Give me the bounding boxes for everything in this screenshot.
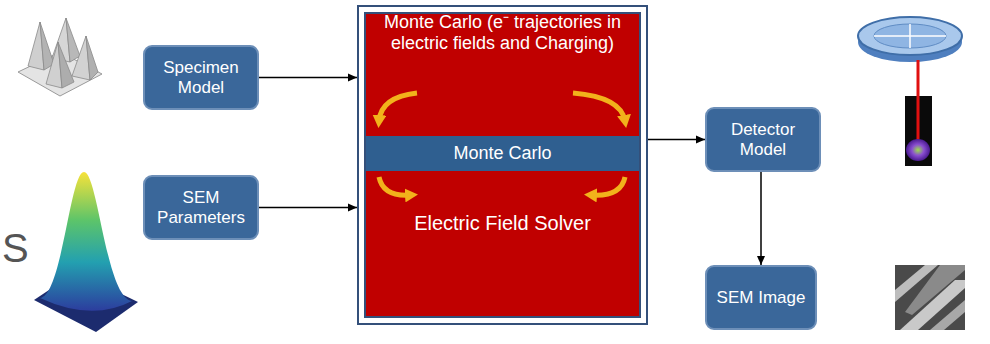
cycle-arrow (591, 177, 625, 195)
box-label: Specimen Model (151, 58, 251, 97)
flow-arrow (259, 207, 357, 209)
stray-letter: S (2, 228, 29, 268)
detector-icon (858, 17, 962, 62)
block-heading: Monte Carlo (e⁻ trajectories in electric… (377, 12, 628, 54)
simulation-block: Monte Carlo (e⁻ trajectories in electric… (357, 5, 648, 325)
sem-image-thumbnail (895, 265, 965, 330)
block-body: Electric Field Solver (369, 212, 636, 235)
pyramid-specimen (18, 18, 102, 96)
process-box: Specimen Model (143, 45, 259, 110)
box-label: Monte Carlo (453, 143, 551, 164)
monte-carlo-band: Monte Carlo (366, 136, 639, 171)
cycle-arrow (573, 93, 625, 121)
process-box: SEM Parameters (143, 175, 259, 240)
process-box: Detector Model (705, 107, 821, 172)
flow-arrow (760, 172, 762, 265)
process-box: SEM Image (705, 265, 817, 330)
cycle-arrow (379, 177, 411, 195)
box-label: Detector Model (713, 120, 813, 159)
gaussian-beam-plot (34, 172, 138, 332)
flow-arrow (259, 77, 357, 79)
beam-interaction-image (905, 60, 932, 166)
cycle-arrow (379, 93, 417, 121)
box-label: SEM Parameters (151, 188, 251, 227)
box-label: SEM Image (717, 288, 806, 308)
flow-arrow (648, 139, 705, 141)
